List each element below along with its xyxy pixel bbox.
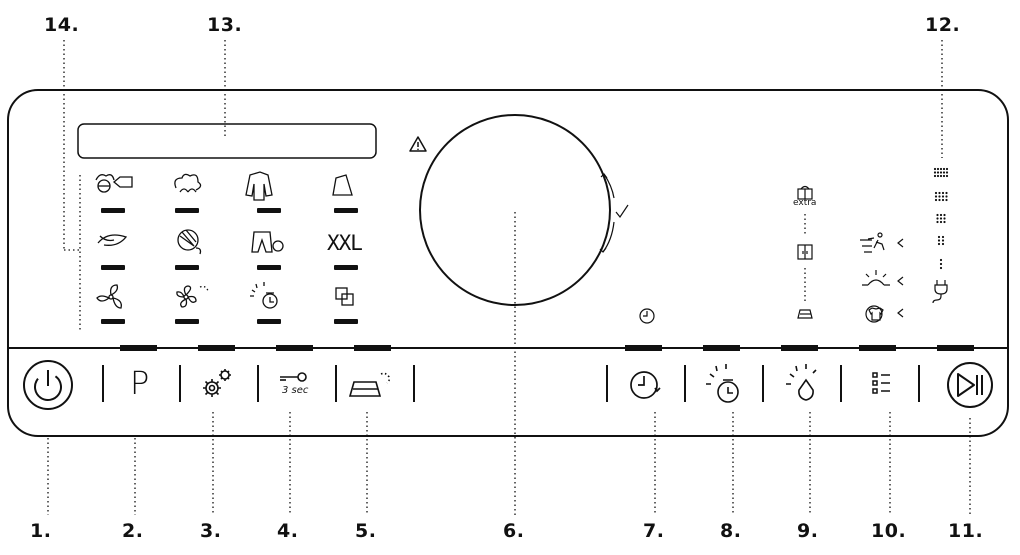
- callout-1: 1.: [30, 520, 52, 542]
- lock-duration-label: 3 sec: [282, 385, 309, 396]
- callout-9: 9.: [797, 520, 819, 542]
- delay-timer-icon: [630, 371, 661, 399]
- dry-level-button[interactable]: [786, 364, 817, 401]
- options-list-icon: [872, 372, 890, 394]
- chevron-icons: [897, 238, 904, 318]
- callout-13: 13.: [207, 14, 243, 36]
- fan-refresh-icon: [96, 284, 122, 309]
- callout-14: 14.: [44, 14, 80, 36]
- start-pause-button[interactable]: [947, 362, 993, 408]
- quick-dry-icon: [860, 232, 885, 253]
- level-5-dots: [933, 167, 949, 178]
- mix-load-icon: [335, 287, 354, 306]
- callout-6: 6.: [503, 520, 525, 542]
- panel-outline: [7, 89, 1009, 437]
- spin-level-icons: [797, 185, 813, 319]
- option-icons: [860, 232, 904, 323]
- callout-7: 7.: [643, 520, 665, 542]
- leader-lines: [47, 40, 971, 515]
- delay-indicator-icon: [639, 308, 655, 324]
- program-button[interactable]: P: [130, 364, 150, 402]
- easy-iron-icon: [348, 372, 391, 397]
- settings-button[interactable]: [203, 369, 231, 397]
- button-separators: [102, 365, 920, 402]
- button-led-bars: [120, 345, 974, 351]
- delay-timer-button[interactable]: [630, 371, 661, 399]
- power-button[interactable]: [23, 360, 73, 410]
- level-1-dots: [939, 258, 943, 270]
- start-pause-icon: [947, 362, 993, 408]
- iron-dry-icon: [797, 309, 813, 319]
- dry-timer-button[interactable]: [706, 364, 739, 403]
- cotton-eco-icon: [95, 174, 133, 193]
- easy-iron-button[interactable]: [348, 372, 391, 397]
- gears-icon: [203, 369, 231, 397]
- wool-icon: [177, 229, 202, 255]
- sun-dry-icon: [862, 270, 890, 286]
- callout-12: 12.: [925, 14, 961, 36]
- callout-3: 3.: [200, 520, 222, 542]
- level-2-dots: [937, 235, 945, 246]
- level-4-dots: [934, 191, 948, 202]
- callout-2: 2.: [122, 520, 144, 542]
- plug-icon: [932, 280, 948, 304]
- refresh-shirt-icon: [865, 305, 884, 323]
- power-icon: [23, 360, 73, 410]
- dryness-level-indicator: [933, 167, 949, 270]
- extra-dry-label: extra: [793, 198, 817, 208]
- child-lock-button[interactable]: [280, 372, 307, 382]
- delicates-icon: [97, 234, 128, 246]
- dry-timer-prog-icon: [250, 282, 278, 309]
- synthetics-icon: [332, 174, 353, 196]
- dial-rotate-indicator: [599, 173, 629, 253]
- callout-8: 8.: [720, 520, 742, 542]
- warning-triangle-icon: [409, 136, 427, 152]
- flower-fresh-icon: [176, 285, 209, 308]
- shirts-icon: [245, 171, 273, 201]
- level-3-dots: [936, 213, 946, 224]
- drying-timer-icon: [706, 364, 739, 403]
- callout-11: 11.: [948, 520, 984, 542]
- wardrobe-extra-icon: [797, 185, 813, 200]
- program-led-bars: [101, 208, 358, 324]
- wardrobe-icon: [797, 244, 813, 260]
- display-window: [77, 123, 377, 159]
- callout-5: 5.: [355, 520, 377, 542]
- options-button[interactable]: [872, 372, 890, 394]
- program-dial[interactable]: [419, 114, 611, 306]
- drying-level-icon: [786, 364, 817, 401]
- callout-4: 4.: [277, 520, 299, 542]
- cotton-icon: [174, 173, 202, 193]
- jeans-mixed-icon: [251, 231, 284, 253]
- xxl-program-label: XXL: [327, 231, 363, 255]
- callout-10: 10.: [871, 520, 907, 542]
- key-lock-icon: [280, 372, 307, 382]
- program-icons: [95, 171, 354, 309]
